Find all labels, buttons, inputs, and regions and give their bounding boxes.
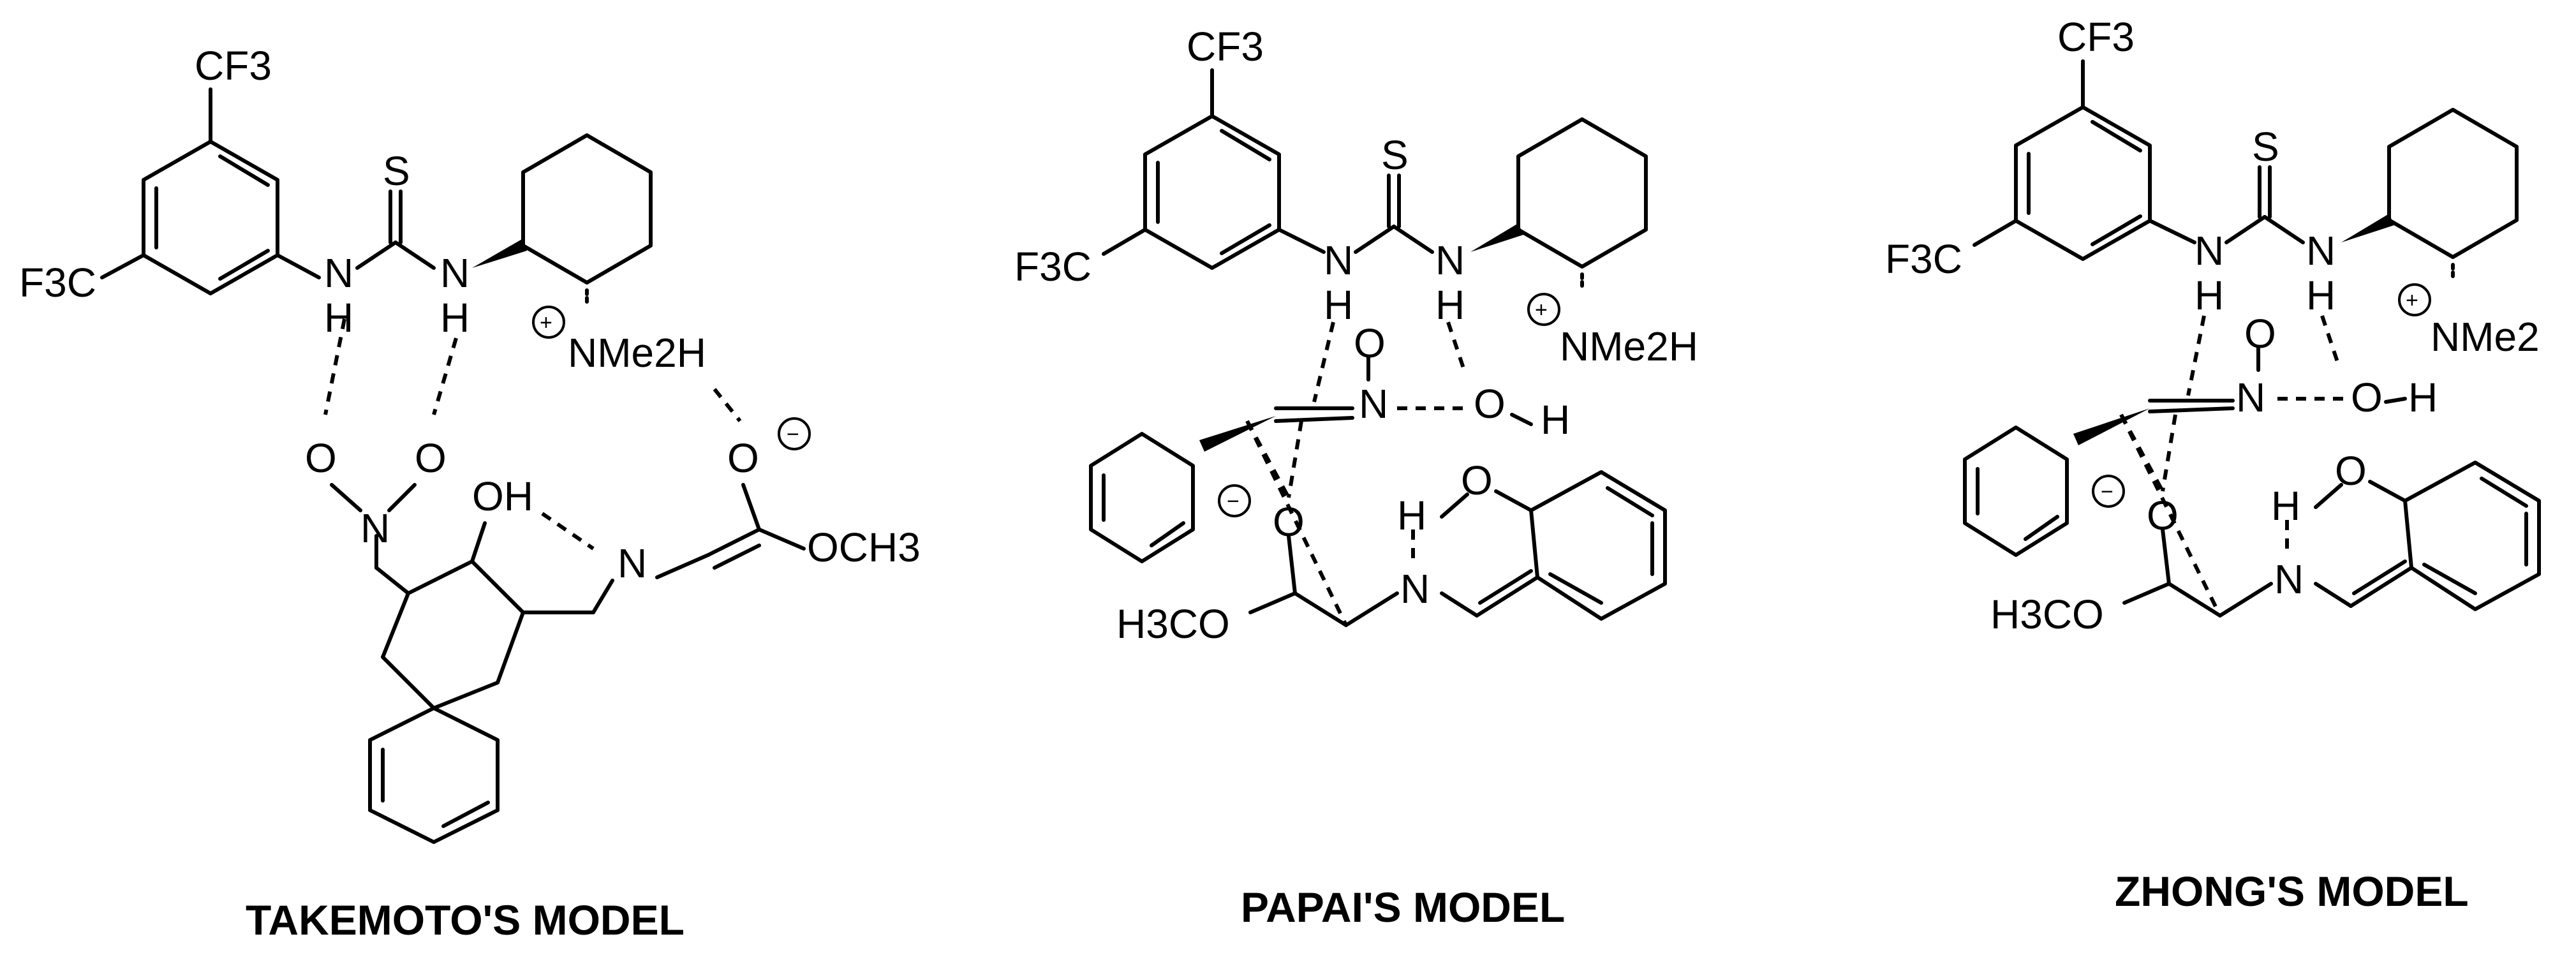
aryl-ring (2014, 105, 2152, 261)
h3co-label: H3CO (1116, 601, 1230, 647)
papai-model: CF3 F3C S N H N H + NMe2H O N O H − O H … (1014, 24, 1698, 931)
nh-left-label: N (2195, 228, 2224, 274)
cyclohexane-ring (1516, 117, 1648, 269)
h-amine-label: H (1541, 397, 1570, 443)
model-caption: TAKEMOTO'S MODEL (246, 896, 685, 944)
imine-n-label: N (1400, 566, 1430, 612)
h-right-label: H (440, 295, 470, 341)
n-nitro-label: N (360, 505, 390, 551)
o-phenol-label: O (2335, 448, 2367, 494)
model-caption: ZHONG'S MODEL (2115, 868, 2469, 915)
och3-label: OCH3 (807, 524, 921, 570)
nh-left-label: N (1324, 237, 1353, 283)
thio-s-label: S (2252, 124, 2279, 170)
amine-label: NMe2 (2431, 314, 2540, 360)
aryl-ring (1143, 114, 1281, 270)
h-left-label: H (2195, 272, 2224, 318)
takemoto-model: CF3 F3C S N H N H + NMe2H O O N OH N O −… (19, 43, 921, 944)
phenol-ring (381, 559, 525, 710)
o-right-label: O (2351, 374, 2383, 420)
oh-label: OH (472, 473, 533, 519)
minus-charge: − (1227, 489, 1240, 514)
nh-left-label: N (324, 250, 353, 296)
o-right-label: O (415, 435, 447, 481)
cf3-top-label: CF3 (195, 43, 272, 89)
cf3-left-label: F3C (1014, 244, 1092, 290)
cf3-left-label: F3C (19, 260, 96, 306)
cf3-top-label: CF3 (2057, 14, 2135, 60)
o-phenol-label: O (1461, 457, 1493, 503)
minus-charge: − (787, 422, 799, 447)
h-right-label: H (1435, 282, 1465, 328)
phenyl-ring (1963, 426, 2069, 557)
h-phenol-label: H (2271, 483, 2300, 529)
thio-s-label: S (1381, 132, 1409, 178)
phenol-ring (1529, 470, 1667, 621)
h3co-label: H3CO (1990, 591, 2104, 637)
nh-right-label: N (1435, 237, 1465, 283)
aryl-ring (142, 140, 279, 295)
h-right-label: H (2306, 272, 2335, 318)
cf3-top-label: CF3 (1187, 24, 1264, 70)
phenyl-ring (368, 706, 500, 844)
enolate-o-label: O (727, 435, 759, 481)
o-left-label: O (305, 435, 337, 481)
h-left-label: H (1324, 282, 1353, 328)
h-left-label: H (324, 295, 353, 341)
nh-right-label: N (440, 250, 470, 296)
model-caption: PAPAI'S MODEL (1241, 884, 1565, 931)
zhong-model: CF3 F3C S N H N H + NMe2 O N O H − O H O… (1885, 14, 2541, 915)
n-nitro-label: N (1359, 381, 1388, 427)
amine-label: NMe2H (568, 330, 706, 376)
thio-s-label: S (383, 148, 410, 194)
o-right-label: O (1474, 381, 1506, 427)
plus-charge: + (2406, 288, 2418, 313)
phenyl-ring (1089, 432, 1195, 563)
imine-n-label: N (618, 540, 647, 586)
plus-charge: + (540, 311, 552, 335)
o-nitro-label: O (2244, 311, 2276, 357)
cyclohexane-ring (2387, 108, 2519, 259)
h-amine-label: H (2408, 374, 2438, 420)
amine-label: NMe2H (1560, 323, 1698, 369)
enolate-o-label: O (1273, 499, 1305, 545)
imine-n-label: N (2274, 556, 2304, 602)
h-phenol-label: H (1397, 492, 1426, 538)
nh-right-label: N (2306, 228, 2335, 274)
cf3-left-label: F3C (1885, 236, 1962, 282)
cyclohexane-ring (521, 133, 653, 285)
minus-charge: − (2101, 480, 2113, 504)
plus-charge: + (1535, 298, 1548, 322)
n-nitro-label: N (2236, 374, 2265, 420)
phenol-ring (2403, 461, 2541, 611)
o-nitro-label: O (1354, 320, 1386, 366)
enolate-o-label: O (2147, 492, 2179, 538)
